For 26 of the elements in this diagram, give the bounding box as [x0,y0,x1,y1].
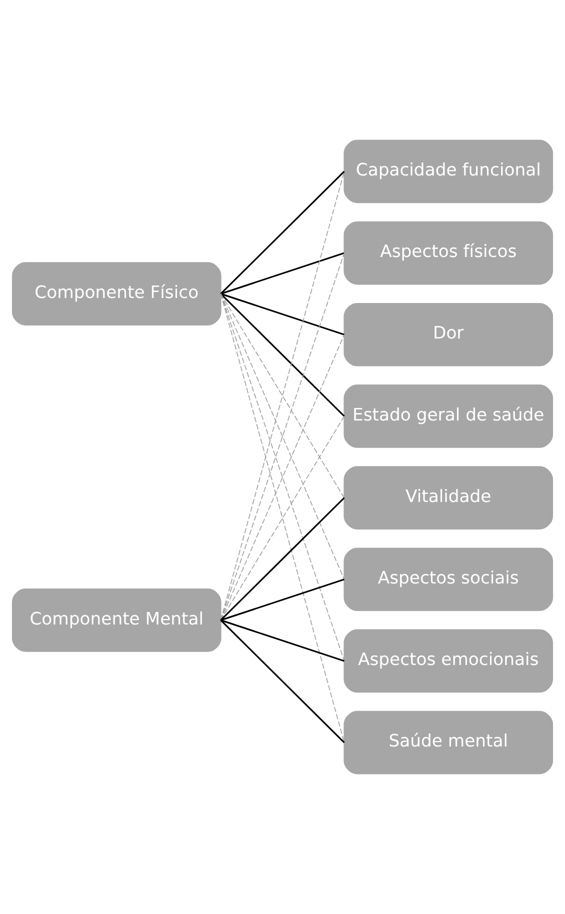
connector [220,171,345,621]
connector [220,497,345,621]
connector [220,252,345,621]
connector [220,578,344,621]
node-box: Vitalidade [344,466,554,530]
node-box: Capacidade funcional [344,140,554,204]
node-box: Estado geral de saúde [344,384,554,448]
connector [220,252,344,295]
connector [220,293,345,662]
node-box: Aspectos emocionais [344,629,554,693]
node-box: Saúde mental [344,710,554,774]
node-box: Componente Físico [12,262,222,326]
connector [220,293,345,580]
connector [220,619,344,662]
node-box: Aspectos físicos [344,221,554,285]
node-box: Componente Mental [12,588,222,652]
connector [220,620,345,744]
connector [220,293,345,498]
node-box: Aspectos sociais [344,548,554,612]
node-box: Dor [344,302,554,366]
connector [220,293,344,336]
connector [220,170,345,294]
connector [220,416,345,621]
connector [220,293,345,417]
connector [220,334,345,621]
connector [220,293,345,743]
